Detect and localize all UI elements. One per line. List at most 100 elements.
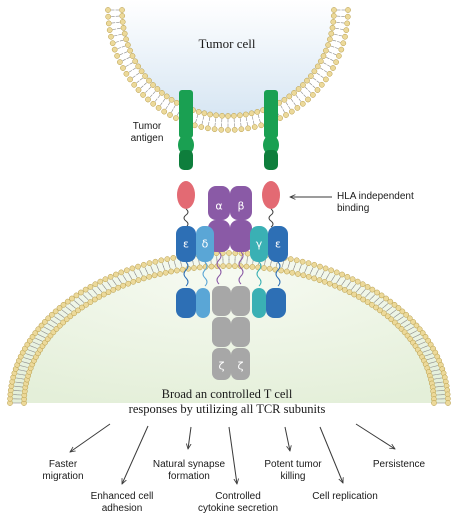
lipid-tail xyxy=(15,381,20,383)
lipid-head xyxy=(146,273,153,280)
lipid-tail xyxy=(436,373,441,375)
lipid-head xyxy=(52,308,59,315)
lipid-tail xyxy=(397,318,401,322)
lipid-tail xyxy=(316,72,320,76)
lipid-head xyxy=(300,272,307,279)
lipid-head xyxy=(360,296,367,303)
lipid-tail xyxy=(376,297,380,301)
lipid-tail xyxy=(270,261,272,266)
lipid-tail xyxy=(25,353,30,356)
lipid-tail xyxy=(362,288,366,293)
lipid-head xyxy=(135,277,142,283)
lipid-head xyxy=(351,291,358,298)
lipid-head xyxy=(403,311,410,318)
lipid-tail xyxy=(246,121,248,126)
cd3-gamma-intracellular xyxy=(252,288,266,318)
lipid-head xyxy=(138,68,145,75)
lipid-tail xyxy=(275,262,278,267)
lipid-head xyxy=(150,82,156,88)
lipid-tail xyxy=(60,315,65,318)
lipid-tail xyxy=(355,288,359,293)
lipid-head xyxy=(336,284,343,291)
lipid-tail xyxy=(360,291,364,295)
lipid-tail xyxy=(426,358,431,361)
lipid-tail xyxy=(167,102,171,106)
lipid-tail xyxy=(43,326,48,330)
lipid-tail xyxy=(21,374,26,376)
lipid-head xyxy=(196,264,203,271)
lipid-tail xyxy=(68,308,72,312)
lipid-tail xyxy=(415,339,420,342)
lipid-head xyxy=(218,126,225,133)
lipid-tail xyxy=(400,321,405,325)
outcome-line1: Potent tumor xyxy=(264,459,322,470)
outcome-line1: Enhanced cell xyxy=(90,491,154,502)
lipid-tail xyxy=(69,303,74,307)
lipid-head xyxy=(300,82,306,88)
lipid-head xyxy=(325,42,331,48)
lipid-head xyxy=(369,286,376,293)
lipid-tail xyxy=(403,319,408,323)
lipid-tail xyxy=(373,299,378,303)
arrow-persistence xyxy=(355,423,395,449)
lipid-head xyxy=(140,92,146,98)
lipid-head xyxy=(135,87,142,93)
lipid-head xyxy=(305,273,312,280)
lipid-head xyxy=(64,298,71,305)
lipid-tail xyxy=(320,273,323,278)
lipid-tail xyxy=(29,345,34,348)
lipid-head xyxy=(346,289,353,296)
lipid-tail xyxy=(160,102,163,106)
lipid-tail xyxy=(129,275,133,280)
lipid-tail xyxy=(20,378,25,380)
t-cell-membrane xyxy=(7,250,451,406)
lipid-tail xyxy=(165,105,168,110)
lipid-tail xyxy=(351,286,355,290)
lipid-tail xyxy=(416,334,421,337)
lipid-head xyxy=(364,284,371,290)
lipid-head xyxy=(314,87,321,93)
lipid-head xyxy=(238,126,245,133)
lipid-head xyxy=(277,115,283,121)
lipid-head xyxy=(106,27,113,33)
lipid-tail xyxy=(323,70,328,73)
lipid-tail xyxy=(253,120,255,125)
lipid-head xyxy=(96,294,103,300)
lipid-tail xyxy=(252,259,254,264)
lipid-head xyxy=(131,81,138,88)
lipid-head xyxy=(384,313,391,320)
lipid-tail xyxy=(371,294,376,298)
lipid-head xyxy=(121,30,128,37)
lipid-tail xyxy=(119,279,122,284)
outcome-line2: killing xyxy=(280,470,306,482)
arrow-tumor-killing xyxy=(284,426,290,451)
lipid-tail xyxy=(308,90,311,93)
lipid-head xyxy=(129,265,136,272)
lipid-tail xyxy=(208,117,210,121)
lipid-tail xyxy=(152,91,156,95)
lipid-head xyxy=(115,284,122,291)
lipid-head xyxy=(323,76,329,83)
lipid-head xyxy=(333,59,339,65)
lipid-tail xyxy=(332,39,337,42)
lipid-head xyxy=(242,111,249,118)
lipid-tail xyxy=(180,262,183,267)
lipid-tail xyxy=(413,330,418,333)
lipid-tail xyxy=(435,386,440,388)
lipid-tail xyxy=(295,95,299,99)
response-line1: Broad an controlled T cell xyxy=(161,387,293,401)
lipid-head xyxy=(213,112,219,119)
lipid-tail xyxy=(162,98,166,102)
lipid-head xyxy=(195,109,202,115)
outcome-line1: Cell replication xyxy=(312,491,378,502)
lipid-tail xyxy=(285,102,289,106)
cd3-delta-intracellular xyxy=(196,288,210,318)
lipid-head xyxy=(311,261,318,268)
lipid-tail xyxy=(380,300,385,304)
lipid-head xyxy=(383,295,389,302)
lipid-tail xyxy=(339,28,344,30)
lipid-tail xyxy=(328,51,333,54)
lipid-tail xyxy=(257,114,260,119)
lipid-head xyxy=(75,307,81,314)
lipid-head xyxy=(140,275,147,282)
